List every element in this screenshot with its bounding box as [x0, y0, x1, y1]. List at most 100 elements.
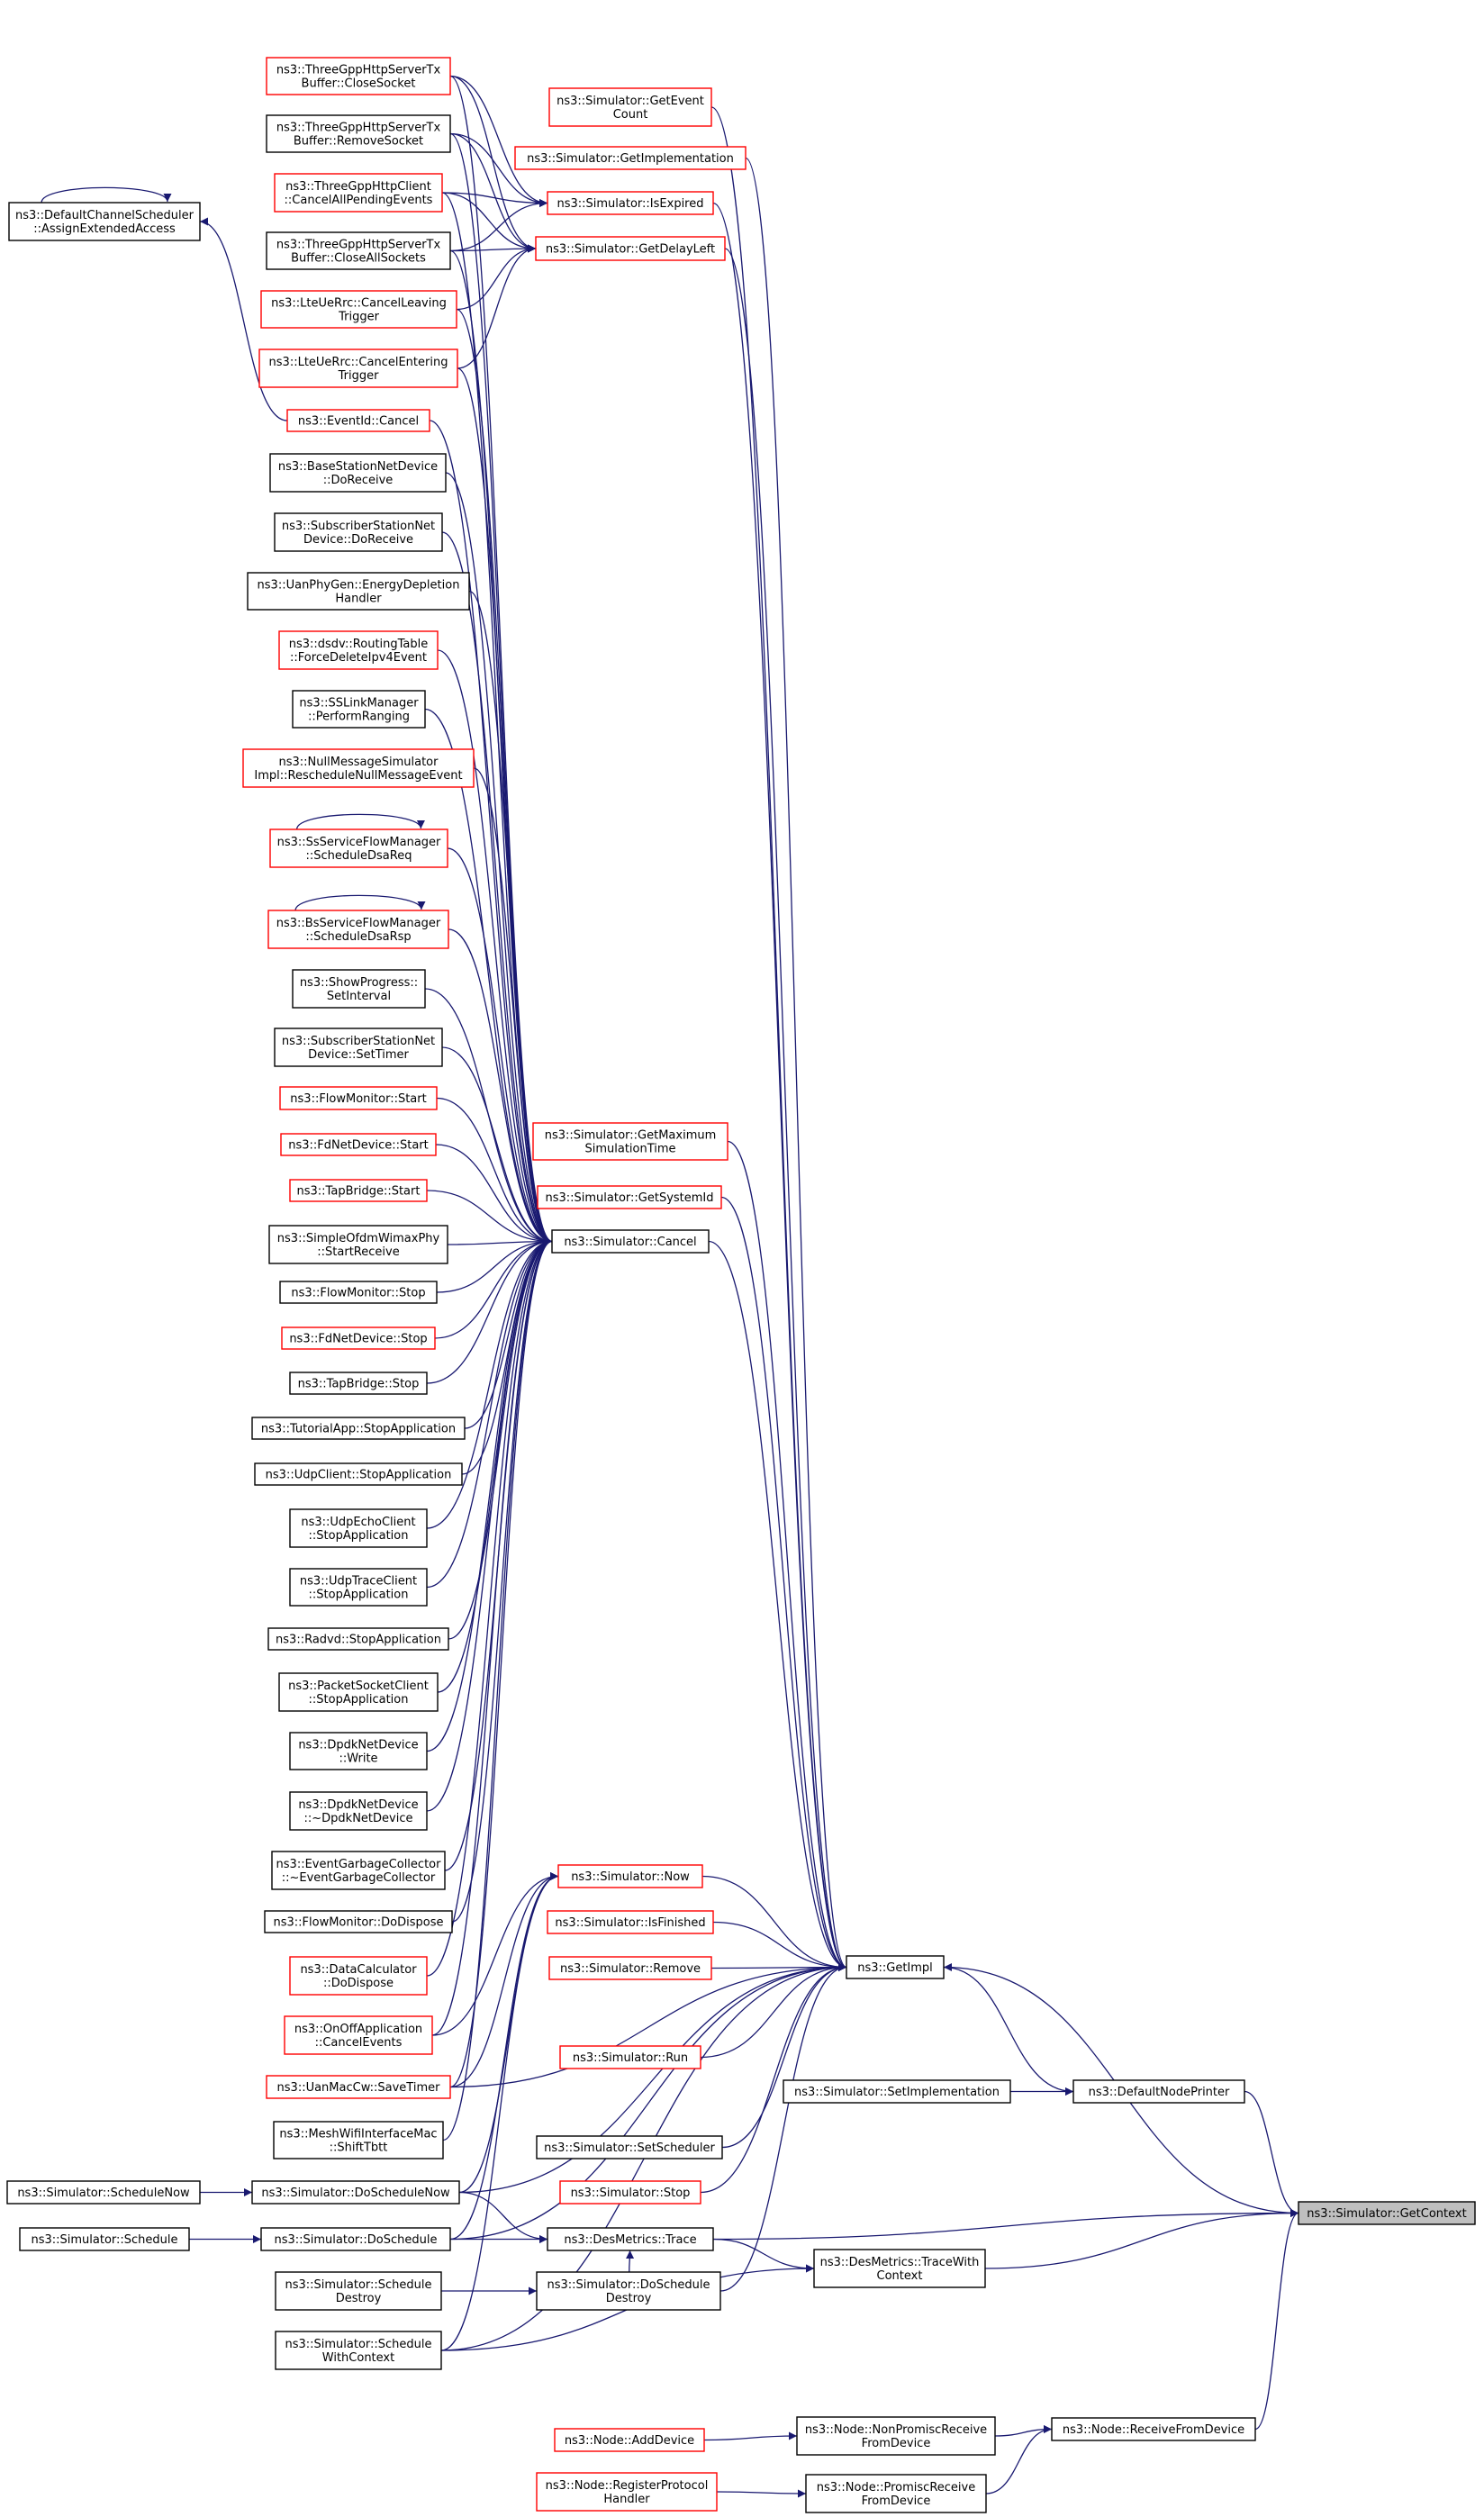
node-show-progress[interactable]: ns3::ShowProgress::SetInterval [292, 969, 426, 1009]
edge-eventid-cancel-to-default-channel-scheduler [199, 217, 288, 421]
node-schedule-now[interactable]: ns3::Simulator::ScheduleNow [6, 2180, 201, 2205]
node-label: ns3::Simulator::IsFinished [555, 1916, 705, 1930]
node-default-channel-scheduler[interactable]: ns3::DefaultChannelScheduler::AssignExte… [8, 202, 201, 241]
node-receive-from-device[interactable]: ns3::Node::ReceiveFromDevice [1051, 2417, 1256, 2441]
node-close-socket[interactable]: ns3::ThreeGppHttpServerTxBuffer::CloseSo… [266, 57, 451, 95]
node-do-schedule-now[interactable]: ns3::Simulator::DoScheduleNow [251, 2180, 460, 2205]
node-close-all-sockets[interactable]: ns3::ThreeGppHttpServerTxBuffer::CloseAl… [266, 231, 451, 270]
node-schedule-dsa-req[interactable]: ns3::SsServiceFlowManager::ScheduleDsaRe… [269, 828, 448, 868]
node-cancel-all-pending[interactable]: ns3::ThreeGppHttpClient::CancelAllPendin… [274, 173, 443, 213]
node-box [267, 1627, 449, 1651]
node-perform-ranging[interactable]: ns3::SSLinkManager::PerformRanging [292, 690, 426, 729]
node-packetsocket-stop[interactable]: ns3::PacketSocketClient::StopApplication [278, 1672, 439, 1712]
node-get-system-id[interactable]: ns3::Simulator::GetSystemId [537, 1185, 722, 1209]
edge-get-delay-left-to-get-impl [724, 248, 847, 1971]
node-flowmonitor-dispose[interactable]: ns3::FlowMonitor::DoDispose [264, 1910, 453, 1933]
node-label: ::ForceDeleteIpv4Event [290, 651, 427, 665]
node-udpclient-stop[interactable]: ns3::UdpClient::StopApplication [254, 1462, 463, 1486]
node-add-device[interactable]: ns3::Node::AddDevice [554, 2428, 705, 2452]
node-get-implementation[interactable]: ns3::Simulator::GetImplementation [514, 146, 747, 170]
node-label: Destroy [606, 2292, 652, 2305]
node-mesh-shift[interactable]: ns3::MeshWifiInterfaceMac::ShiftTbtt [273, 2121, 444, 2159]
node-label: ns3::SubscriberStationNet [282, 520, 435, 533]
node-set-implementation[interactable]: ns3::Simulator::SetImplementation [783, 2079, 1011, 2104]
node-is-finished[interactable]: ns3::Simulator::IsFinished [547, 1910, 714, 1934]
node-do-schedule[interactable]: ns3::Simulator::DoSchedule [260, 2227, 451, 2251]
node-force-delete[interactable]: ns3::dsdv::RoutingTable::ForceDeleteIpv4… [278, 630, 439, 670]
node-label: ns3::Simulator::GetDelayLeft [546, 243, 715, 257]
node-sim-now[interactable]: ns3::Simulator::Now [557, 1864, 703, 1888]
node-fdnet-stop[interactable]: ns3::FdNetDevice::Stop [281, 1326, 436, 1350]
node-box [537, 1185, 722, 1209]
node-dpdk-write[interactable]: ns3::DpdkNetDevice::Write [289, 1732, 428, 1770]
edges-layer [41, 75, 1299, 2498]
node-label: WithContext [322, 2351, 394, 2365]
node-box [264, 1910, 453, 1933]
node-bs-do-receive[interactable]: ns3::BaseStationNetDevice::DoReceive [269, 453, 447, 493]
node-udptrace-stop[interactable]: ns3::UdpTraceClient::StopApplication [289, 1568, 428, 1607]
node-eventid-cancel[interactable]: ns3::EventId::Cancel [286, 409, 430, 432]
node-tapbridge-start[interactable]: ns3::TapBridge::Start [289, 1179, 428, 1202]
node-get-impl[interactable]: ns3::GetImpl [846, 1955, 945, 1979]
node-default-node-printer[interactable]: ns3::DefaultNodePrinter [1072, 2079, 1245, 2104]
edge-mesh-shift-to-sim-cancel [442, 1237, 553, 2141]
node-ss-set-timer[interactable]: ns3::SubscriberStationNetDevice::SetTime… [274, 1028, 443, 1067]
node-is-expired[interactable]: ns3::Simulator::IsExpired [547, 191, 714, 215]
node-ss-do-receive[interactable]: ns3::SubscriberStationNetDevice::DoRecei… [274, 512, 443, 552]
node-schedule[interactable]: ns3::Simulator::Schedule [19, 2227, 190, 2251]
node-sim-run[interactable]: ns3::Simulator::Run [559, 2045, 701, 2069]
node-label: ns3::FlowMonitor::Start [290, 1092, 426, 1106]
node-uan-save-timer[interactable]: ns3::UanMacCw::SaveTimer [266, 2075, 451, 2099]
node-label: ns3::DefaultChannelScheduler [15, 209, 195, 222]
node-sim-remove[interactable]: ns3::Simulator::Remove [548, 1956, 712, 1980]
node-set-scheduler[interactable]: ns3::Simulator::SetScheduler [536, 2135, 723, 2159]
node-tutorial-stop[interactable]: ns3::TutorialApp::StopApplication [251, 1417, 466, 1440]
edge-get-impl-to-default-node-printer [943, 1966, 1074, 2096]
node-flowmonitor-stop[interactable]: ns3::FlowMonitor::Stop [279, 1281, 438, 1304]
nodes-layer: ns3::DefaultChannelScheduler::AssignExte… [6, 57, 1476, 2513]
node-get-delay-left[interactable]: ns3::Simulator::GetDelayLeft [535, 236, 726, 261]
node-box [559, 2180, 701, 2205]
edge-remove-socket-to-is-expired [449, 132, 548, 207]
node-fdnet-start[interactable]: ns3::FdNetDevice::Start [280, 1133, 437, 1156]
node-onoff-cancel[interactable]: ns3::OnOffApplication::CancelEvents [284, 2015, 433, 2055]
edge-default-node-printer-to-get-context [1244, 2090, 1299, 2217]
node-get-context[interactable]: ns3::Simulator::GetContext [1298, 2201, 1476, 2225]
node-radvd-stop[interactable]: ns3::Radvd::StopApplication [267, 1627, 449, 1651]
node-label: ns3::SSLinkManager [299, 697, 419, 711]
node-box [289, 1372, 428, 1395]
node-start-receive[interactable]: ns3::SimpleOfdmWimaxPhy::StartReceive [268, 1225, 448, 1264]
node-box [547, 1910, 714, 1934]
node-schedule-dsa-rsp[interactable]: ns3::BsServiceFlowManager::ScheduleDsaRs… [267, 910, 449, 949]
node-udpecho-stop[interactable]: ns3::UdpEchoClient::StopApplication [289, 1508, 428, 1548]
node-label: ns3::EventId::Cancel [298, 415, 419, 429]
node-label: ns3::Simulator::IsExpired [556, 197, 703, 211]
node-sim-cancel[interactable]: ns3::Simulator::Cancel [551, 1229, 710, 1254]
node-box [275, 2331, 442, 2370]
node-flowmonitor-start[interactable]: ns3::FlowMonitor::Start [279, 1086, 438, 1110]
node-box [269, 453, 447, 493]
node-box [289, 1791, 428, 1831]
node-datacalc-dispose[interactable]: ns3::DataCalculator::DoDispose [289, 1956, 428, 1996]
node-dpdk-dtor[interactable]: ns3::DpdkNetDevice::~DpdkNetDevice [289, 1791, 428, 1831]
node-remove-socket[interactable]: ns3::ThreeGppHttpServerTxBuffer::RemoveS… [266, 114, 451, 153]
edge-tapbridge-stop-to-sim-cancel [426, 1237, 553, 1384]
node-box [254, 1462, 463, 1486]
node-reschedule-null[interactable]: ns3::NullMessageSimulatorImpl::Reschedul… [242, 748, 475, 788]
node-tapbridge-stop[interactable]: ns3::TapBridge::Stop [289, 1372, 428, 1395]
node-desmetrics-trace[interactable]: ns3::DesMetrics::Trace [547, 2227, 714, 2251]
node-sim-stop[interactable]: ns3::Simulator::Stop [559, 2180, 701, 2205]
node-egc-dtor[interactable]: ns3::EventGarbageCollector::~EventGarbag… [271, 1851, 446, 1890]
